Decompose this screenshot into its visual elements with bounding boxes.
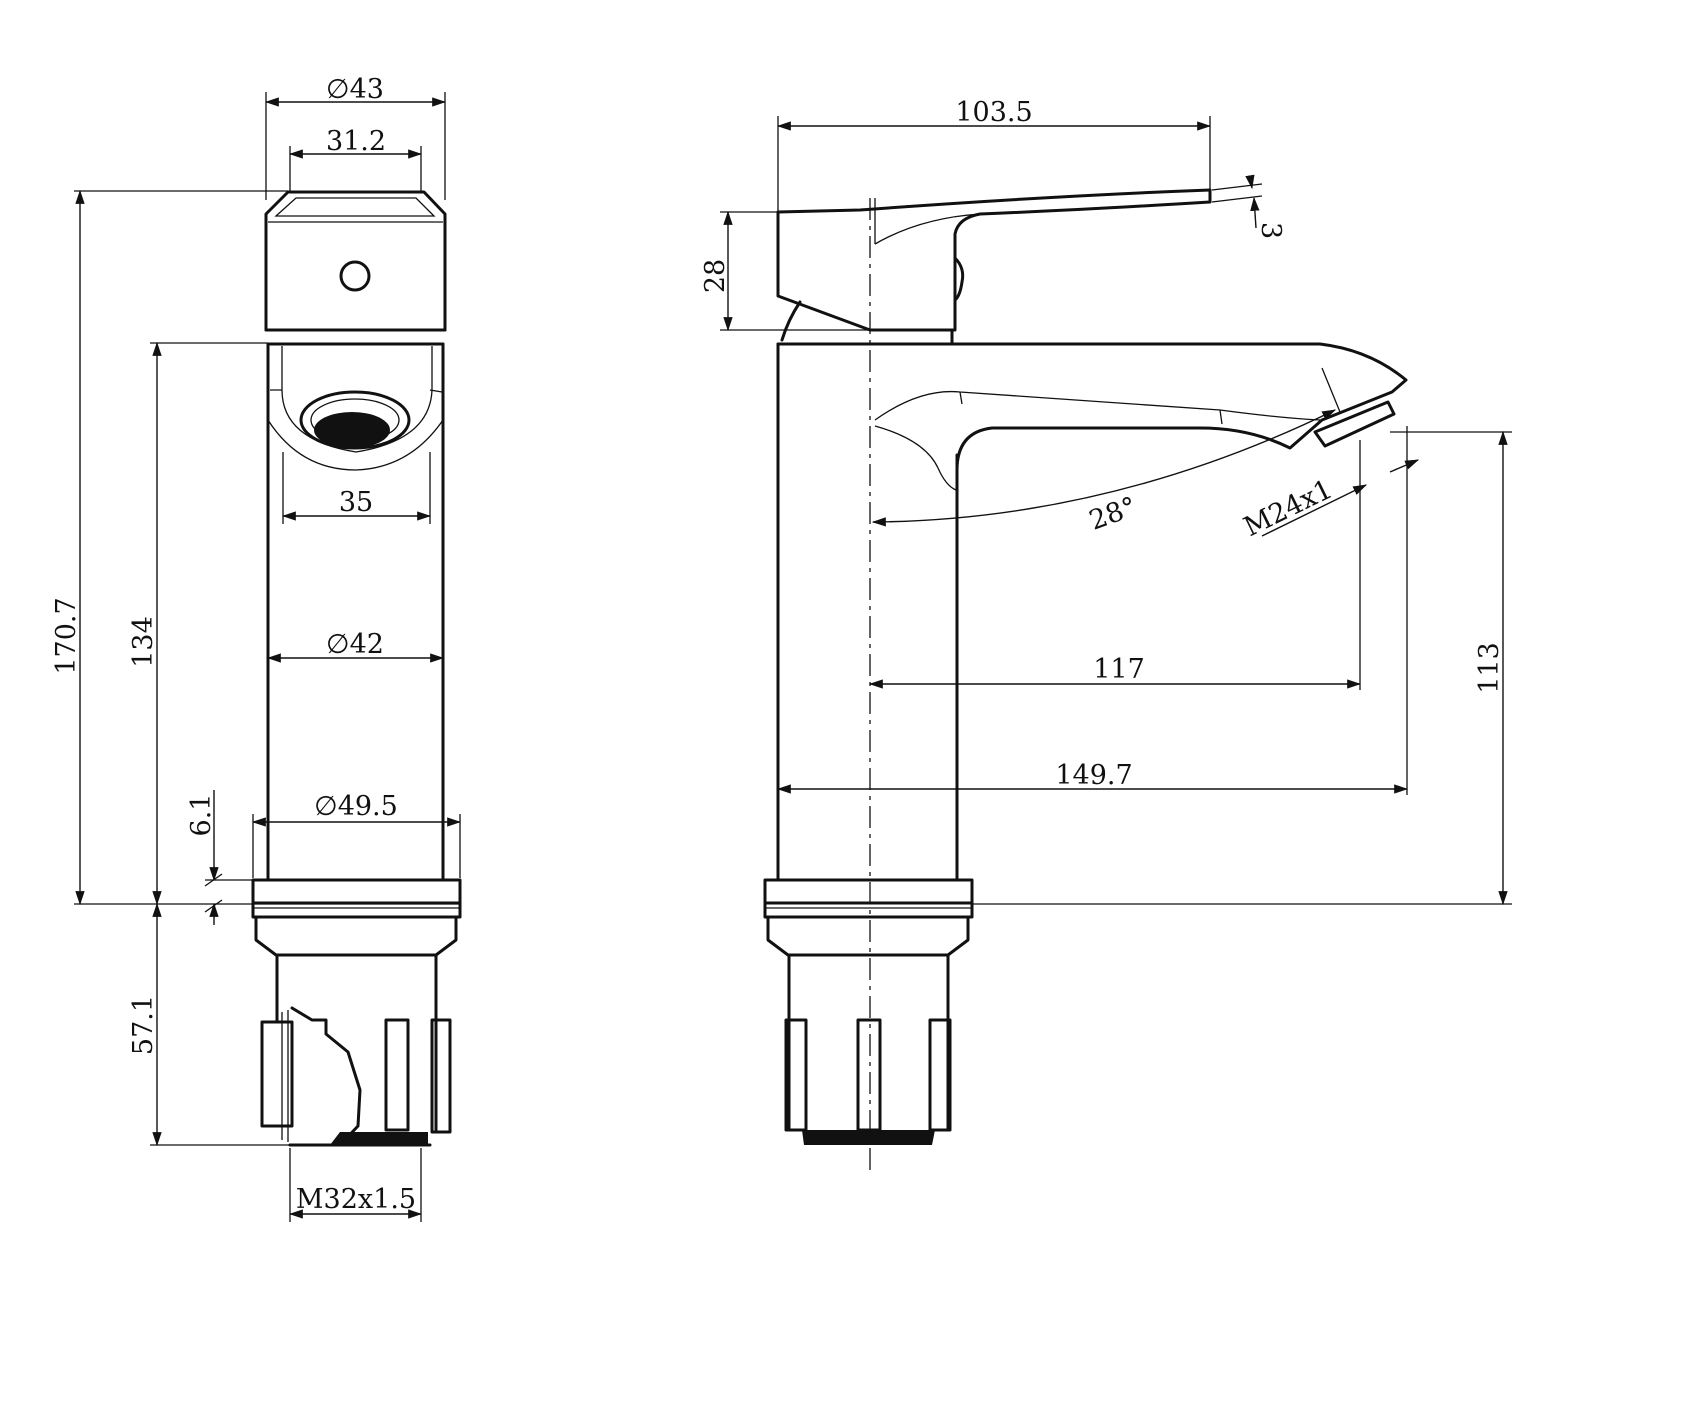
label-front-shank-thread: M32x1.5 [296,1184,416,1215]
side-base [763,878,974,957]
side-spout [874,342,1408,491]
faucet-dimension-drawing: ∅43 31.2 35 ∅42 ∅49.5 6.1 170.7 134 57.1… [51,74,1512,1222]
label-front-total-height: 170.7 [51,597,82,674]
side-view: 103.5 3 28 28° M24x1 117 149.7 113 [700,97,1512,1175]
label-front-body-upper-width: 35 [339,487,373,518]
side-shank [784,953,952,1145]
front-aerator-icon [299,390,411,450]
label-front-shank-length: 57.1 [128,995,159,1055]
front-base [251,878,462,957]
front-dimension-lines [74,92,462,1222]
front-view: ∅43 31.2 35 ∅42 ∅49.5 6.1 170.7 134 57.1… [51,74,462,1222]
label-side-handle-height: 28 [700,259,731,293]
label-side-spout-angle: 28° [1085,491,1141,536]
label-front-top-diameter: ∅43 [326,74,384,105]
side-lever-handle [776,188,1212,346]
front-body [266,342,445,882]
label-front-base-height: 6.1 [186,794,217,837]
side-body [776,342,959,882]
label-side-spout-height: 113 [1474,642,1505,694]
label-front-body-height: 134 [128,616,159,668]
label-front-top-inner: 31.2 [326,126,386,157]
label-side-aerator-thread: M24x1 [1239,474,1337,543]
label-side-spout-reach-total: 149.7 [1055,760,1132,791]
side-dimension-lines [720,116,1512,906]
front-shank [260,953,452,1147]
label-side-spout-reach-center: 117 [1093,654,1145,685]
front-handle-cap [264,190,447,332]
label-side-handle-length: 103.5 [955,97,1032,128]
label-side-handle-thickness: 3 [1255,222,1286,239]
label-front-base-diameter: ∅49.5 [314,791,398,822]
label-front-body-diameter: ∅42 [326,629,384,660]
lever-screw-icon [339,260,371,292]
